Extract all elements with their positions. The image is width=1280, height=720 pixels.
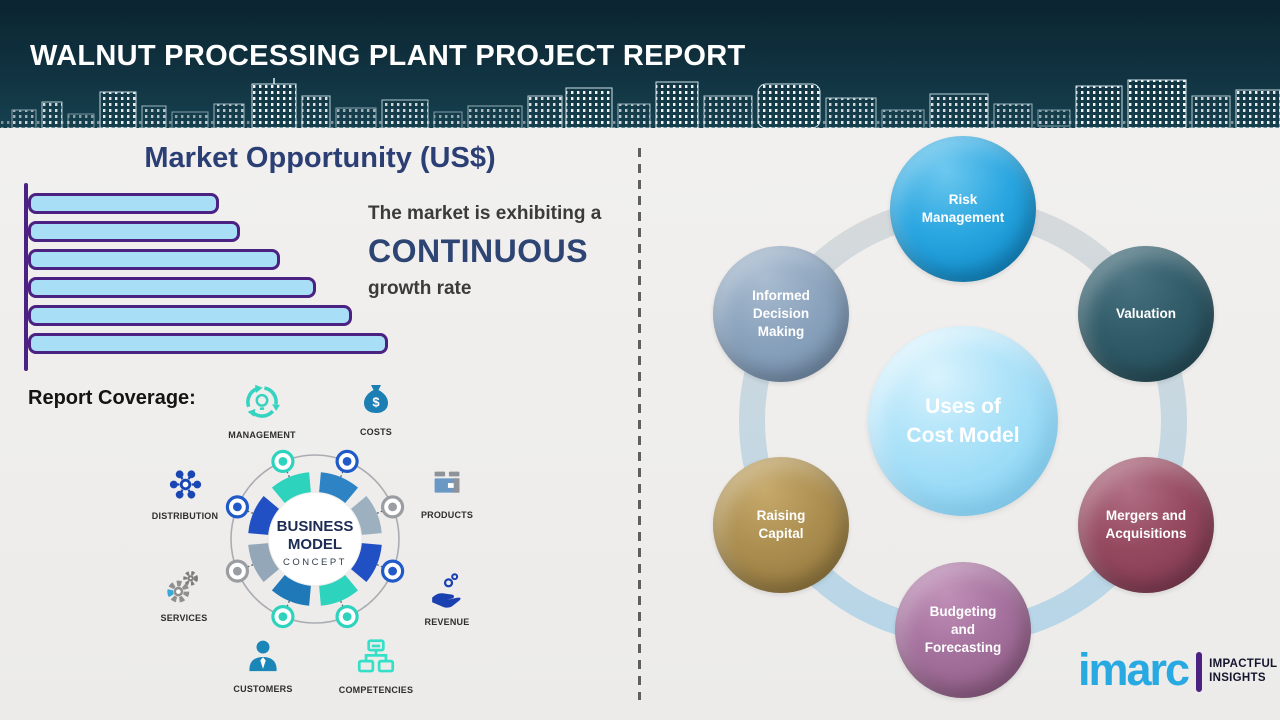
bm-label: DISTRIBUTION xyxy=(151,511,219,521)
bubble-mergers-acquisitions: Mergers and Acquisitions xyxy=(1078,457,1214,593)
person-icon xyxy=(249,640,277,672)
bm-label: SERVICES xyxy=(160,613,208,623)
package-box-icon xyxy=(434,471,460,493)
growth-line-1: The market is exhibiting a xyxy=(368,203,602,224)
bubble-risk-management: Risk Management xyxy=(890,136,1036,282)
bubble-label: Risk Management xyxy=(921,192,1005,225)
imarc-tagline: IMPACTFUL INSIGHTS xyxy=(1209,658,1277,686)
bubble-valuation: Valuation xyxy=(1078,246,1214,382)
bm-label: CUSTOMERS xyxy=(233,684,293,694)
bm-item-revenue: REVENUE xyxy=(397,568,497,627)
bm-label: REVENUE xyxy=(424,617,470,627)
chart-title: Market Opportunity (US$) xyxy=(144,142,496,174)
bubble-label: Budgeting and Forecasting xyxy=(924,604,1002,655)
market-bar xyxy=(28,277,316,298)
bubble-label: Raising Capital xyxy=(756,508,806,541)
report-title: WALNUT PROCESSING PLANT PROJECT REPORT xyxy=(30,40,746,72)
bm-label: MANAGEMENT xyxy=(228,430,296,440)
bubble-budgeting-forecasting: Budgeting and Forecasting xyxy=(895,562,1031,698)
gears-icon xyxy=(166,570,198,603)
market-bar xyxy=(28,221,240,242)
market-bar xyxy=(28,193,219,214)
business-model-title-line1: BUSINESS xyxy=(277,518,354,535)
center-bubble-line2: Cost Model xyxy=(906,424,1020,447)
management-recycle-bulb-icon xyxy=(246,384,280,418)
money-bag-icon: $ xyxy=(364,385,388,413)
bm-item-competencies: COMPETENCIES xyxy=(326,635,426,695)
bubble-label: Valuation xyxy=(1115,306,1176,322)
business-model-diagram: BUSINESS MODEL CONCEPT xyxy=(225,449,405,629)
bm-label: COMPETENCIES xyxy=(338,685,414,695)
header-banner: WALNUT PROCESSING PLANT PROJECT REPORT xyxy=(0,0,1280,128)
bubble-uses-of-cost-model: Uses of Cost Model xyxy=(868,326,1058,516)
bubble-informed-decision-making: Informed Decision Making xyxy=(713,246,849,382)
logo-divider-bar xyxy=(1196,652,1203,692)
bm-item-management: MANAGEMENT xyxy=(212,380,312,440)
report-coverage-label: Report Coverage: xyxy=(28,387,196,409)
growth-text-block: The market is exhibiting a CONTINUOUS gr… xyxy=(368,203,643,300)
ring-nodes xyxy=(225,449,405,629)
bubble-label: Informed Decision Making xyxy=(752,288,810,339)
market-bar xyxy=(28,333,388,354)
business-model-ring xyxy=(248,472,382,606)
imarc-logo: imarc IMPACTFUL INSIGHTS xyxy=(1078,643,1277,695)
imarc-brand-text: imarc xyxy=(1078,643,1190,695)
hand-coins-icon xyxy=(431,573,461,608)
market-bar xyxy=(28,249,280,270)
dotted-connectors xyxy=(247,471,383,607)
growth-line-2: CONTINUOUS xyxy=(368,233,589,269)
growth-line-3: growth rate xyxy=(368,278,472,299)
bm-item-costs: $ COSTS xyxy=(326,379,426,437)
business-model-title-line3: CONCEPT xyxy=(283,557,347,568)
bm-item-distribution: DISTRIBUTION xyxy=(135,462,235,521)
network-hub-icon xyxy=(169,470,201,499)
tagline-line1: IMPACTFUL xyxy=(1209,658,1278,671)
bm-label: COSTS xyxy=(359,427,392,437)
city-skyline-icon xyxy=(0,78,1280,128)
svg-text:$: $ xyxy=(372,395,380,410)
bm-item-products: PRODUCTS xyxy=(397,464,497,520)
bm-item-services: SERVICES xyxy=(134,564,234,623)
bubble-label: Mergers and Acquisitions xyxy=(1105,508,1187,541)
tagline-line2: INSIGHTS xyxy=(1209,672,1266,684)
business-model-title-line2: MODEL xyxy=(288,536,342,553)
org-chart-icon xyxy=(357,639,395,673)
chart-y-axis xyxy=(24,183,28,371)
center-bubble-line1: Uses of xyxy=(925,394,1001,418)
bm-label: PRODUCTS xyxy=(420,510,474,520)
market-bar xyxy=(28,305,352,326)
panel-divider xyxy=(638,148,641,700)
bar-chart xyxy=(28,193,392,361)
bubble-raising-capital: Raising Capital xyxy=(713,457,849,593)
bm-item-customers: CUSTOMERS xyxy=(213,634,313,694)
